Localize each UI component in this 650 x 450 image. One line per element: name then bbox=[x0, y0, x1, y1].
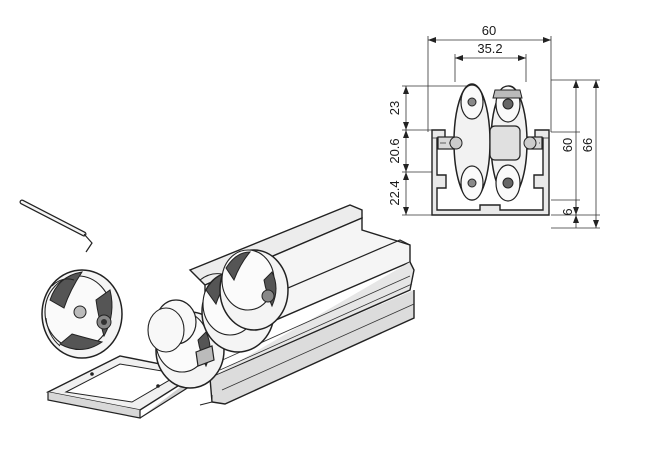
roller-assembly-section bbox=[449, 83, 537, 202]
overall-width-dimension: 60 bbox=[428, 23, 551, 43]
cross-section-view: 60 35.2 23 20.6 22.4 bbox=[387, 23, 600, 229]
base-height-label: 6 bbox=[560, 208, 575, 215]
top-height-label: 23 bbox=[387, 101, 402, 115]
profile-height-label: 60 bbox=[560, 138, 575, 152]
inner-width-label: 35.2 bbox=[477, 41, 502, 56]
inner-width-dimension: 35.2 bbox=[455, 41, 526, 61]
isometric-assembly-view bbox=[19, 199, 415, 419]
loose-roller bbox=[41, 269, 123, 359]
installed-roller-back bbox=[147, 249, 289, 353]
mounting-bracket bbox=[195, 345, 215, 367]
mid-height-label: 20.6 bbox=[387, 138, 402, 163]
overall-width-label: 60 bbox=[482, 23, 496, 38]
total-height-label: 66 bbox=[580, 138, 595, 152]
channel-profile bbox=[431, 129, 550, 216]
bottom-height-label: 22.4 bbox=[387, 180, 402, 205]
axle-pin bbox=[19, 199, 93, 253]
